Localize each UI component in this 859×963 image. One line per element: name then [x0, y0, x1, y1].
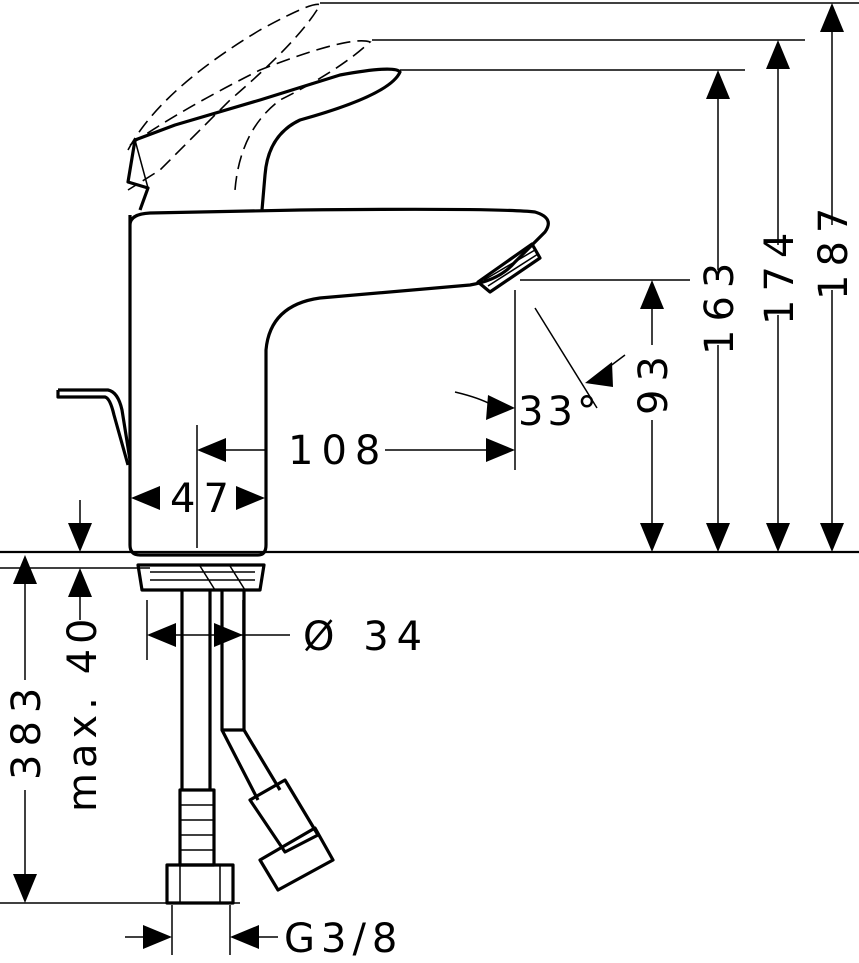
- label-33-degrees: 33°: [518, 389, 601, 435]
- dim-163: 163: [697, 70, 743, 552]
- label-47: 47: [170, 476, 237, 522]
- dim-angle-33: 33°: [454, 354, 626, 435]
- dim-max-40: max. 40: [60, 500, 106, 812]
- dim-diameter-34: Ø 34: [147, 614, 430, 660]
- dim-383: 383: [4, 555, 50, 903]
- label-174: 174: [757, 225, 803, 325]
- label-93: 93: [631, 348, 677, 415]
- pop-up-lever: [56, 388, 132, 466]
- dim-108: 108: [197, 428, 515, 474]
- label-diameter-34: Ø 34: [303, 614, 430, 660]
- label-108: 108: [288, 428, 388, 474]
- dim-187: 187: [811, 3, 857, 552]
- faucet-handle: [126, 3, 402, 211]
- faucet-body: [128, 207, 550, 557]
- label-163: 163: [697, 255, 743, 355]
- shank-and-hoses: [136, 563, 335, 905]
- label-g3-8: G3/8: [284, 916, 403, 962]
- dim-93: 93: [631, 280, 677, 552]
- dim-g3-8: G3/8: [125, 916, 403, 962]
- label-383: 383: [4, 680, 50, 780]
- dim-47: 47: [131, 476, 265, 522]
- label-187: 187: [811, 200, 857, 300]
- label-max-40: max. 40: [60, 614, 106, 812]
- dim-174: 174: [757, 40, 803, 552]
